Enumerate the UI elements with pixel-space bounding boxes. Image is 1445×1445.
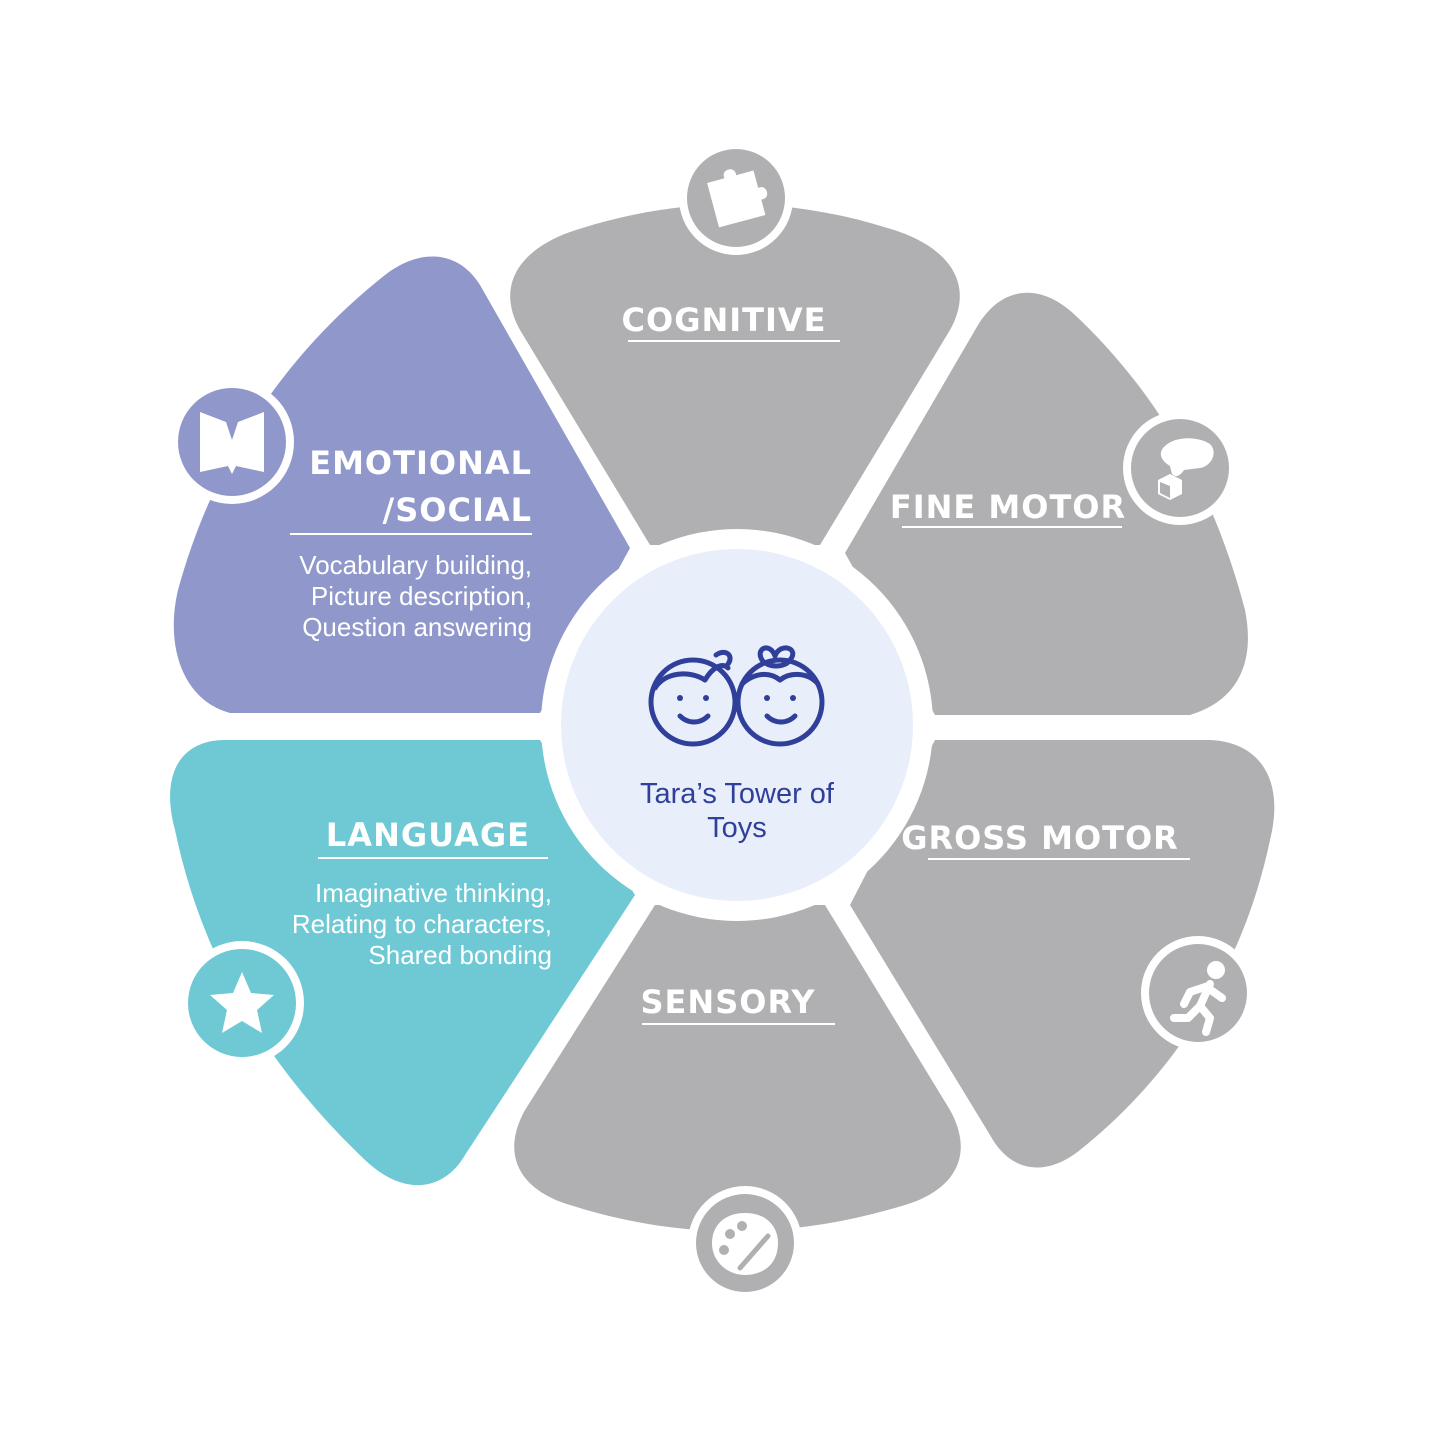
two-kids-faces-icon (648, 645, 825, 747)
petal-sensory-badge (688, 1186, 802, 1300)
center-label-line-2: Toys (707, 812, 767, 844)
petal-language-title: LANGUAGE (326, 816, 530, 854)
star-icon (210, 972, 274, 1033)
petal-language-shape (170, 740, 635, 1186)
petal-language-desc-3: Shared bonding (368, 940, 552, 970)
petal-emotional-social-desc-3: Question answering (302, 612, 532, 642)
petal-fine-motor-title: FINE MOTOR (890, 488, 1126, 526)
puzzle-piece-icon (707, 169, 768, 228)
center-hub-disc (561, 549, 913, 901)
petal-cognitive-title: COGNITIVE (622, 301, 827, 339)
petal-gross-motor-shape (850, 740, 1275, 1168)
petal-cognitive-badge (679, 141, 793, 255)
petal-emotional-social-shape (173, 256, 631, 713)
petal-emotional-social-desc-1: Vocabulary building, (299, 550, 532, 580)
petal-language-badge (180, 941, 304, 1065)
hand-block-icon (1158, 438, 1214, 500)
petal-language: LANGUAGE Imaginative thinking, Relating … (170, 740, 635, 1186)
petal-language-desc-1: Imaginative thinking, (315, 878, 552, 908)
petal-cognitive: COGNITIVE (510, 141, 960, 545)
open-book-icon (200, 412, 264, 474)
petal-fine-motor-shape (845, 292, 1248, 715)
petal-gross-motor: GROSS MOTOR (850, 740, 1275, 1168)
petal-sensory-shape (514, 905, 961, 1232)
running-person-icon (1170, 961, 1226, 1036)
petal-gross-motor-badge (1141, 936, 1255, 1050)
petal-emotional-social-title-1: EMOTIONAL (309, 444, 532, 482)
petal-sensory: SENSORY (514, 905, 961, 1300)
center-label-line-1: Tara’s Tower of (640, 778, 835, 810)
paint-palette-icon (712, 1213, 778, 1275)
petal-emotional-social-desc-2: Picture description, (311, 581, 532, 611)
center-hub: Tara’s Tower of Toys (541, 529, 933, 921)
petal-sensory-title: SENSORY (641, 983, 816, 1021)
petal-fine-motor-badge (1123, 411, 1237, 525)
petal-emotional-social-title-2: /SOCIAL (383, 491, 532, 529)
petal-fine-motor: FINE MOTOR (845, 292, 1248, 715)
petal-cognitive-shape (510, 204, 960, 545)
petal-emotional-social: EMOTIONAL /SOCIAL Vocabulary building, P… (170, 256, 631, 713)
petal-emotional-social-badge (170, 380, 294, 504)
petal-gross-motor-title: GROSS MOTOR (901, 819, 1179, 857)
petal-language-desc-2: Relating to characters, (292, 909, 552, 939)
